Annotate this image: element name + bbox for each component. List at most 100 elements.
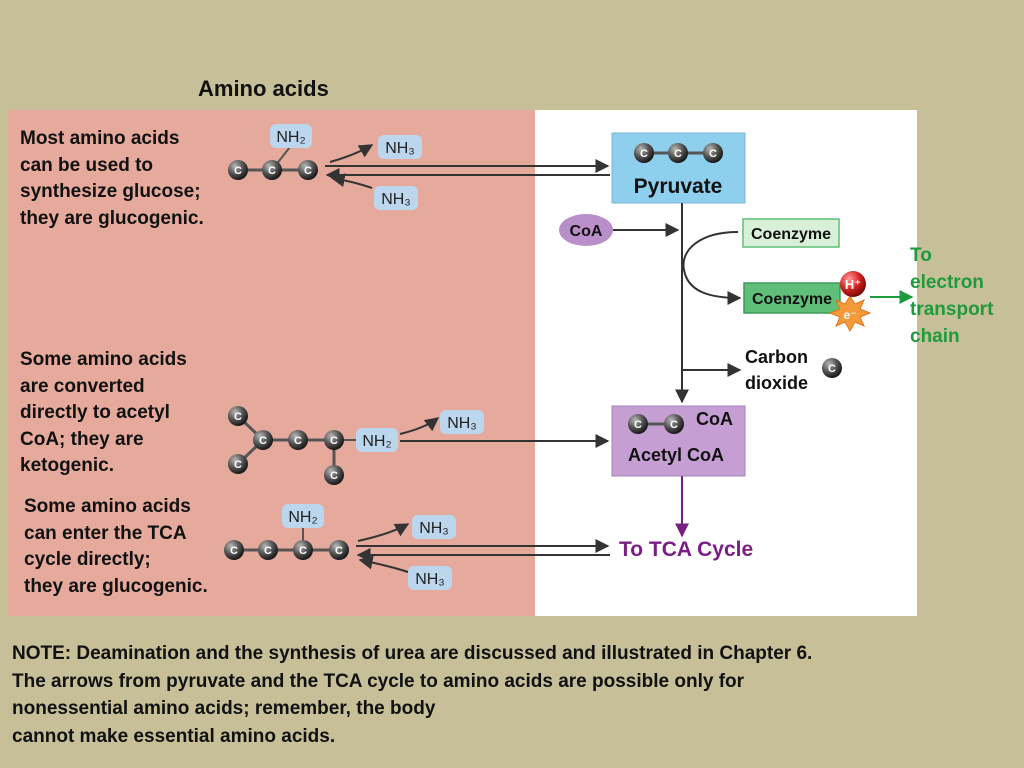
carbon-atom: C bbox=[298, 160, 318, 180]
etc-label-line: To bbox=[910, 245, 932, 266]
svg-text:C: C bbox=[299, 545, 307, 557]
svg-text:C: C bbox=[828, 363, 836, 375]
coenzyme-oxidized-box: Coenzyme bbox=[742, 218, 840, 248]
carbon-dioxide-label: Carbon bbox=[745, 347, 808, 367]
acetyl-coa-tag: CoA bbox=[696, 409, 733, 429]
svg-text:C: C bbox=[234, 165, 242, 177]
svg-text:C: C bbox=[709, 148, 717, 160]
carbon-atom: C bbox=[228, 454, 248, 474]
description-line: they are glucogenic. bbox=[24, 575, 208, 597]
svg-text:H⁺: H⁺ bbox=[845, 277, 861, 292]
carbon-atom: C bbox=[703, 143, 723, 163]
carbon-atom: C bbox=[324, 430, 344, 450]
carbon-atom: C bbox=[628, 414, 648, 434]
svg-text:C: C bbox=[330, 470, 338, 482]
coa-oval: CoA bbox=[559, 214, 613, 246]
svg-text:C: C bbox=[259, 435, 267, 447]
description-line: Most amino acids bbox=[20, 128, 180, 149]
svg-text:C: C bbox=[264, 545, 272, 557]
proton-icon: H⁺ bbox=[840, 271, 866, 297]
electron-burst-icon: e⁻ bbox=[828, 295, 872, 333]
carbon-atom: C bbox=[228, 160, 248, 180]
svg-text:C: C bbox=[234, 459, 242, 471]
description-line: can be used to bbox=[20, 154, 154, 176]
ketogenic-description: Some amino acids are converted directly … bbox=[20, 347, 187, 480]
svg-text:C: C bbox=[294, 435, 302, 447]
description-line: they are glucogenic. bbox=[20, 207, 204, 229]
etc-label-line: chain bbox=[910, 326, 960, 347]
ketogenic-amino-acid-molecule: C C C C C C NH₂ bbox=[228, 406, 398, 485]
svg-text:NH₃: NH₃ bbox=[415, 571, 445, 588]
pyruvate-label: Pyruvate bbox=[634, 175, 723, 198]
glucogenic-amino-acid-molecule: C C C NH₂ bbox=[228, 124, 318, 180]
ammonia-release: NH₃ bbox=[329, 135, 422, 163]
description-line: CoA; they are bbox=[20, 428, 144, 450]
svg-text:NH₃: NH₃ bbox=[419, 520, 449, 537]
svg-text:C: C bbox=[634, 419, 642, 431]
tca-entry-description: Some amino acids can enter the TCA cycle… bbox=[24, 494, 208, 600]
coenzyme-reduced-box: Coenzyme bbox=[743, 282, 841, 314]
carbon-atom: C bbox=[664, 414, 684, 434]
etc-label-line: transport bbox=[910, 299, 994, 320]
amine-group: NH₂ bbox=[356, 428, 398, 452]
description-line: ketogenic. bbox=[20, 455, 114, 476]
amine-group: NH₂ bbox=[282, 504, 324, 528]
tca-amino-acid-molecule: C C C C NH₂ bbox=[224, 504, 349, 560]
svg-text:e⁻: e⁻ bbox=[843, 308, 856, 322]
description-line: directly to acetyl bbox=[20, 402, 170, 423]
svg-text:C: C bbox=[304, 165, 312, 177]
etc-label-line: electron bbox=[910, 272, 984, 293]
note-text: NOTE: Deamination and the synthesis of u… bbox=[12, 640, 812, 750]
svg-text:C: C bbox=[335, 545, 343, 557]
to-tca-cycle-label: To TCA Cycle bbox=[619, 538, 754, 561]
description-line: cycle directly; bbox=[24, 549, 151, 570]
svg-text:Coenzyme: Coenzyme bbox=[751, 226, 831, 243]
carbon-atom: C bbox=[324, 465, 344, 485]
coenzyme-reduction-arrow bbox=[682, 231, 742, 305]
carbon-dioxide-label: dioxide bbox=[745, 373, 808, 393]
svg-text:C: C bbox=[330, 435, 338, 447]
glucogenic-description: Most amino acids can be used to synthesi… bbox=[20, 126, 204, 232]
svg-text:C: C bbox=[230, 545, 238, 557]
carbon-atom: C bbox=[228, 406, 248, 426]
svg-text:Coenzyme: Coenzyme bbox=[752, 291, 832, 308]
description-line: can enter the TCA bbox=[24, 522, 187, 544]
carbon-atom: C bbox=[258, 540, 278, 560]
carbon-atom: C bbox=[224, 540, 244, 560]
svg-text:NH₃: NH₃ bbox=[385, 140, 415, 157]
carbon-atom: C bbox=[668, 143, 688, 163]
note-line: NOTE: Deamination and the synthesis of u… bbox=[12, 643, 813, 664]
page-title: Amino acids bbox=[198, 76, 329, 101]
description-line: are converted bbox=[20, 375, 145, 397]
svg-text:C: C bbox=[640, 148, 648, 160]
svg-text:NH₃: NH₃ bbox=[447, 415, 477, 432]
carbon-atom: C bbox=[634, 143, 654, 163]
svg-text:NH₂: NH₂ bbox=[276, 129, 305, 146]
carbon-atom: C bbox=[822, 358, 842, 378]
svg-text:NH₂: NH₂ bbox=[362, 433, 391, 450]
carbon-atom: C bbox=[329, 540, 349, 560]
amine-group: NH₂ bbox=[270, 124, 312, 148]
svg-text:NH₂: NH₂ bbox=[288, 509, 317, 526]
pyruvate-box: C C C Pyruvate bbox=[611, 132, 746, 204]
svg-text:C: C bbox=[234, 411, 242, 423]
description-line: Some amino acids bbox=[24, 496, 191, 517]
carbon-atom: C bbox=[293, 540, 313, 560]
svg-text:NH₃: NH₃ bbox=[381, 191, 411, 208]
to-electron-transport-chain-label: To electron transport chain bbox=[910, 242, 993, 350]
ammonia-release: NH₃ bbox=[399, 410, 484, 435]
carbon-atom: C bbox=[253, 430, 273, 450]
carbon-atom: C bbox=[262, 160, 282, 180]
acetyl-coa-box: C C CoA Acetyl CoA bbox=[611, 405, 746, 477]
ammonia-uptake: NH₃ bbox=[330, 173, 418, 210]
ammonia-release: NH₃ bbox=[357, 515, 456, 542]
carbon-atom: C bbox=[288, 430, 308, 450]
note-line: cannot make essential amino acids. bbox=[12, 725, 336, 747]
description-line: Some amino acids bbox=[20, 349, 187, 370]
ammonia-uptake: NH₃ bbox=[358, 555, 452, 590]
svg-text:C: C bbox=[268, 165, 276, 177]
note-line: The arrows from pyruvate and the TCA cyc… bbox=[12, 670, 745, 692]
description-line: synthesize glucose; bbox=[20, 181, 201, 202]
acetyl-coa-label: Acetyl CoA bbox=[628, 445, 724, 465]
